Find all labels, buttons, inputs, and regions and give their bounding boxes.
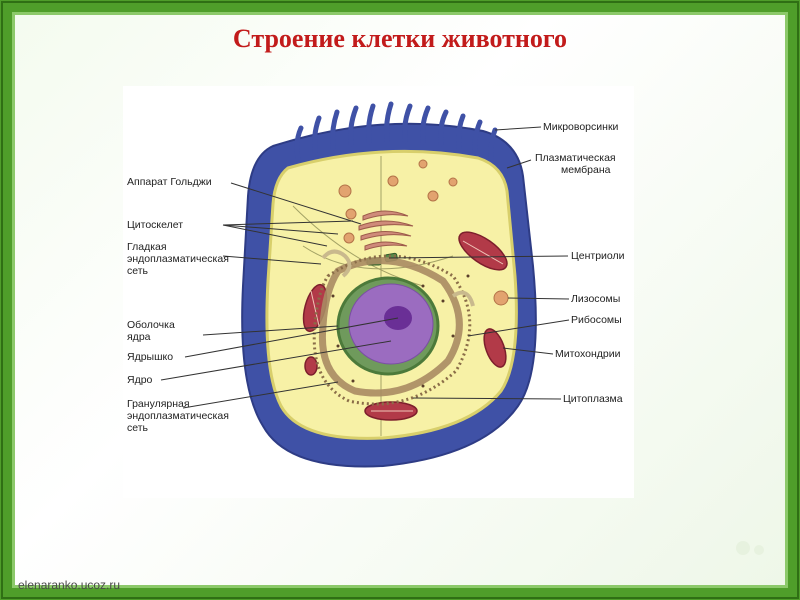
label-granular-er-line1: Гранулярная — [127, 398, 190, 410]
label-granular-er-line2: эндоплазматическая — [127, 410, 229, 422]
label-smooth-er-line3: сеть — [127, 265, 149, 277]
smooth-er — [321, 249, 475, 307]
label-nuclear-envelope: Оболочка ядра — [127, 319, 175, 343]
label-granular-er: Гранулярная эндоплазматическая сеть — [127, 398, 229, 434]
ribosomes — [331, 274, 470, 388]
lysosomes — [338, 159, 509, 306]
label-smooth-er: Гладкая эндоплазматическая сеть — [127, 241, 229, 277]
label-nuclear-envelope-line1: Оболочка — [127, 319, 175, 331]
label-nucleolus: Ядрышко — [127, 351, 174, 363]
label-microvilli: Микроворсинки — [543, 121, 619, 133]
footer-site-url: elenaranko.ucoz.ru — [18, 578, 121, 592]
label-mitochondria: Митохондрии — [555, 348, 621, 360]
label-cytoskeleton: Цитоскелет — [127, 219, 184, 231]
label-cytoplasm: Цитоплазма — [563, 393, 623, 405]
decorative-bubbles — [732, 541, 764, 560]
label-smooth-er-line1: Гладкая — [127, 241, 167, 253]
label-plasma-membrane-line2: мембрана — [561, 164, 611, 176]
label-golgi: Аппарат Гольджи — [127, 176, 212, 188]
label-plasma-membrane-line1: Плазматическая — [535, 152, 616, 164]
bubble-icon — [736, 541, 750, 555]
label-smooth-er-line2: эндоплазматическая — [127, 253, 229, 265]
label-nuclear-envelope-line2: ядра — [127, 331, 151, 343]
slide-title: Строение клетки животного — [232, 24, 568, 53]
golgi-apparatus — [358, 210, 414, 251]
granular-er — [318, 257, 463, 397]
label-plasma-membrane: Плазматическая мембрана — [535, 152, 616, 176]
bubble-icon — [754, 545, 764, 555]
label-granular-er-line3: сеть — [127, 422, 149, 434]
cell-diagram — [160, 101, 570, 468]
cell-diagram-panel: Аппарат Гольджи Цитоскелет Гладкая эндоп… — [123, 86, 634, 498]
label-centrioles: Центриоли — [571, 250, 625, 262]
label-ribosomes: Рибосомы — [571, 314, 622, 326]
microvilli — [294, 101, 498, 161]
label-nucleus: Ядро — [127, 374, 153, 386]
mitochondria-cristae — [310, 240, 504, 412]
granular-er-inner — [312, 254, 472, 406]
label-lysosomes: Лизосомы — [571, 293, 621, 305]
leader-lines-right — [388, 126, 570, 400]
leader-lines-left — [160, 182, 399, 409]
